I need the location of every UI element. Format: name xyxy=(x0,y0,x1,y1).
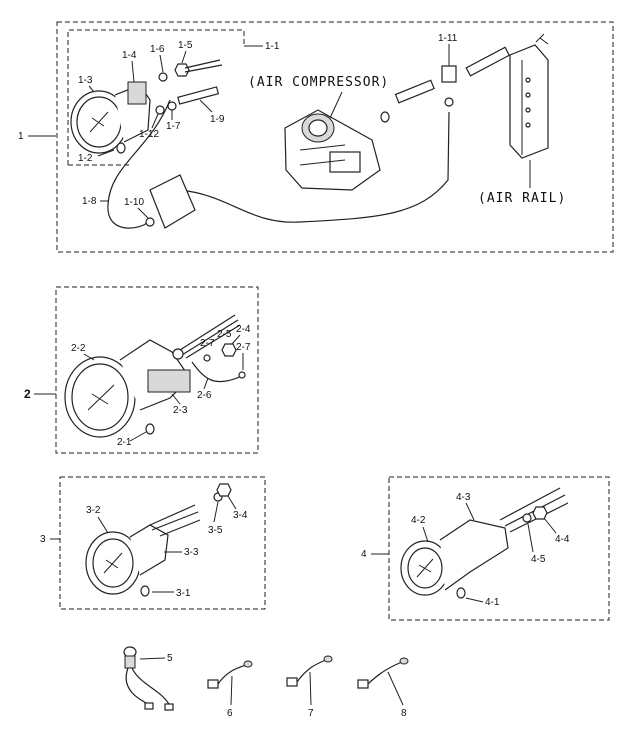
label-3-3: 3-3 xyxy=(184,547,199,558)
label-2-4: 2-4 xyxy=(236,324,251,335)
gauge-2 xyxy=(64,339,191,438)
label-3-2: 3-2 xyxy=(86,505,101,516)
label-3-4: 3-4 xyxy=(233,510,248,521)
group-1-frame xyxy=(56,21,614,253)
tube-1-8 xyxy=(107,99,171,229)
label-1-2: 1-2 xyxy=(78,153,93,164)
subgroup-1-1-frame xyxy=(67,29,245,165)
label-4-2: 4-2 xyxy=(411,515,426,526)
group-3-frame xyxy=(59,476,266,610)
oring xyxy=(380,111,390,123)
group-2-number: 2 xyxy=(24,387,31,401)
label-1-11: 1-11 xyxy=(438,33,458,44)
bulb-3-1 xyxy=(140,585,150,597)
label-4-3: 4-3 xyxy=(456,492,471,503)
nut-1-5 xyxy=(174,63,190,77)
label-5: 5 xyxy=(167,653,173,664)
group-2-frame xyxy=(55,286,259,454)
label-2-1: 2-1 xyxy=(117,437,132,448)
ring-2-7a xyxy=(203,354,211,362)
nut-4-4 xyxy=(532,506,548,520)
label-1-4: 1-4 xyxy=(122,50,137,61)
group-4-number: 4 xyxy=(361,549,367,560)
label-2-7a: 2-7 xyxy=(200,338,215,349)
gauge-3 xyxy=(85,524,169,595)
nut-2-5 xyxy=(172,348,184,360)
label-2-7b: 2-7 xyxy=(236,342,251,353)
part-6-harness xyxy=(207,660,253,689)
air-compressor xyxy=(284,109,381,191)
part-5-switch xyxy=(123,646,174,711)
label-6: 6 xyxy=(227,708,233,719)
wire-3 xyxy=(149,504,201,537)
label-4-4: 4-4 xyxy=(555,534,570,545)
label-1-5: 1-5 xyxy=(178,40,193,51)
label-1-6: 1-6 xyxy=(150,44,165,55)
label-1-8: 1-8 xyxy=(82,196,97,207)
group-4-frame xyxy=(388,476,610,621)
label-1-3: 1-3 xyxy=(78,75,93,86)
nut-3-4 xyxy=(216,483,232,497)
tube-2-6 xyxy=(191,361,243,383)
air-rail xyxy=(509,33,549,159)
label-1-1: 1-1 xyxy=(265,41,280,52)
label-2-6: 2-6 xyxy=(197,390,212,401)
label-1-12: 1-12 xyxy=(139,129,159,140)
pipe-long xyxy=(465,46,511,77)
label-1-9: 1-9 xyxy=(210,114,225,125)
bulb-1-2 xyxy=(116,142,126,154)
group-1-number: 1 xyxy=(18,131,24,142)
label-2-3: 2-3 xyxy=(173,405,188,416)
ring-2-7b xyxy=(238,371,246,379)
label-4-1: 4-1 xyxy=(485,597,500,608)
wire-1-1 xyxy=(184,59,223,73)
part-8-harness xyxy=(357,657,409,689)
gauge-1 xyxy=(70,81,151,154)
label-1-10: 1-10 xyxy=(124,197,144,208)
washer-1-12 xyxy=(155,105,165,115)
part-7-harness xyxy=(286,655,333,687)
bracket-1-10 xyxy=(145,174,196,229)
fitting-1-11 xyxy=(441,65,457,107)
connector-1-9 xyxy=(167,86,220,111)
washer-4-5 xyxy=(522,513,532,523)
air-line xyxy=(179,111,450,223)
label-3-5: 3-5 xyxy=(208,525,223,536)
air-compressor-label: (AIR COMPRESSOR) xyxy=(248,75,389,90)
gauge-4 xyxy=(400,519,509,596)
label-2-2: 2-2 xyxy=(71,343,86,354)
group-3-number: 3 xyxy=(40,534,46,545)
bulb-2-1 xyxy=(145,423,155,435)
pipe-short xyxy=(394,79,435,104)
nut-1-6 xyxy=(158,72,168,82)
label-3-1: 3-1 xyxy=(176,588,191,599)
label-8: 8 xyxy=(401,708,407,719)
label-4-5: 4-5 xyxy=(531,554,546,565)
air-rail-label: (AIR RAIL) xyxy=(478,191,566,206)
label-7: 7 xyxy=(308,708,314,719)
label-1-7: 1-7 xyxy=(166,121,181,132)
nut-2-4 xyxy=(221,343,237,357)
wire-2 xyxy=(179,314,241,359)
bulb-4-1 xyxy=(456,587,466,599)
label-2-5: 2-5 xyxy=(217,329,232,340)
